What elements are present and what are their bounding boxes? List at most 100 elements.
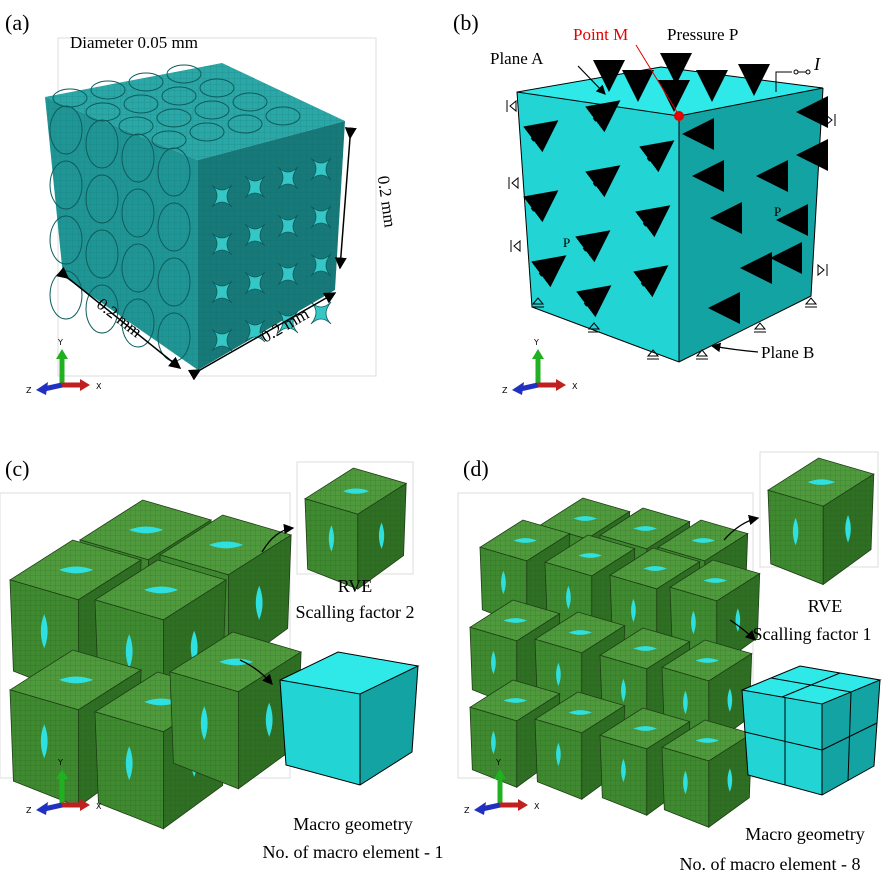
p-front-label: P xyxy=(563,235,570,250)
sphere-imprint xyxy=(85,174,119,224)
sphere-imprint xyxy=(49,105,83,155)
rve-cube-c xyxy=(304,467,408,590)
pore xyxy=(631,598,636,623)
pore xyxy=(691,610,696,635)
sphere-imprint xyxy=(157,147,191,197)
pore xyxy=(556,662,561,687)
pore xyxy=(125,634,133,669)
rve-label-d: RVE xyxy=(808,596,843,616)
dim-line-width xyxy=(56,266,182,369)
pore xyxy=(501,570,506,595)
pore xyxy=(144,698,179,706)
pressure-arrow xyxy=(635,205,671,238)
scaling-label-c: Scalling factor 2 xyxy=(296,602,415,622)
pore xyxy=(683,770,688,795)
axis-y-label: Y xyxy=(495,758,501,767)
panel-b-tag: (b) xyxy=(453,10,479,35)
pore xyxy=(378,522,385,549)
pore xyxy=(633,526,657,531)
plane-b-pointer xyxy=(710,342,759,353)
pore xyxy=(807,479,836,485)
axis-triad-d: Y X Z xyxy=(464,758,540,815)
point-m-leader xyxy=(635,44,678,113)
pore xyxy=(573,516,597,521)
pressure-arrow xyxy=(633,265,669,298)
pore xyxy=(691,538,715,543)
pore xyxy=(621,758,626,783)
pressure-arrow xyxy=(585,165,621,198)
axis-z-label: Z xyxy=(26,806,32,815)
pressure-arrow xyxy=(575,230,611,263)
macro-cube-c xyxy=(279,651,420,786)
p-side-label: P xyxy=(774,204,781,219)
axis-z-label: Z xyxy=(26,386,32,395)
sphere-imprint xyxy=(194,100,230,120)
pore xyxy=(703,578,727,583)
axis-x-label: X xyxy=(96,802,102,811)
pore xyxy=(727,688,733,712)
pore xyxy=(503,618,527,623)
pore xyxy=(265,702,273,737)
sphere-imprint xyxy=(118,116,154,136)
pressure-arrow xyxy=(531,255,567,288)
sphere-imprint xyxy=(227,114,263,134)
axis-z-label: Z xyxy=(464,806,470,815)
rve-unit xyxy=(661,719,753,829)
dim-line-depth xyxy=(187,292,337,381)
sphere-imprint xyxy=(265,106,301,126)
axis-y-label: Y xyxy=(533,338,539,347)
sphere-imprint xyxy=(128,72,164,92)
pore-cusp xyxy=(277,262,299,286)
sphere-imprint xyxy=(90,80,126,100)
pore xyxy=(727,768,733,792)
pore xyxy=(491,650,496,675)
macro-label-d: Macro geometry xyxy=(745,824,864,844)
rve-cube-d xyxy=(767,457,875,586)
rve-unit xyxy=(169,631,303,790)
roller-support xyxy=(506,99,517,113)
axis-x-label: X xyxy=(572,382,578,391)
dim-height-label: 0.2 mm xyxy=(374,175,400,229)
pore-cusp xyxy=(244,223,266,247)
pressure-arrow xyxy=(585,100,621,133)
macro-pointer-c xyxy=(239,659,273,685)
pore xyxy=(40,724,48,759)
axis-y-label: Y xyxy=(57,338,63,347)
elements-label-d: No. of macro element - 8 xyxy=(680,854,861,874)
pore-cusp xyxy=(211,232,233,256)
pore xyxy=(513,538,537,543)
sphere-imprint xyxy=(121,188,155,238)
rve-unit xyxy=(304,467,408,590)
point-m-label: Point M xyxy=(573,25,628,44)
pore xyxy=(209,541,244,549)
sphere-imprint xyxy=(157,202,191,252)
axis-y-label: Y xyxy=(57,758,63,767)
panel-d-tag: (d) xyxy=(463,456,489,481)
pore xyxy=(643,566,667,571)
sphere-imprint xyxy=(161,86,197,106)
roller-support xyxy=(531,297,545,308)
pore-cusp xyxy=(277,214,299,238)
sphere-imprint xyxy=(189,122,225,142)
rve-assembly-d xyxy=(469,497,761,829)
pore xyxy=(695,738,719,743)
macro-pointer-d xyxy=(729,619,756,641)
pore-cusp xyxy=(277,166,299,190)
pore-cusp xyxy=(310,157,332,181)
rve-assembly-c xyxy=(9,499,303,830)
pore xyxy=(633,726,657,731)
pore xyxy=(683,690,688,715)
panel-a-tag: (a) xyxy=(5,10,29,35)
roller-support xyxy=(510,239,521,253)
roller-support xyxy=(695,349,709,360)
ref-i-marker xyxy=(775,71,792,92)
pore xyxy=(219,658,254,666)
pore xyxy=(328,525,335,552)
pressure-arrow xyxy=(523,120,559,153)
boundary-supports xyxy=(506,99,836,360)
scaling-label-d: Scalling factor 1 xyxy=(753,624,872,644)
rve-unit xyxy=(767,457,875,586)
pore xyxy=(342,488,370,494)
plane-b-label: Plane B xyxy=(761,343,814,362)
panel-b: (b) Point M Pressure P Plane A Plane B I… xyxy=(453,10,836,395)
